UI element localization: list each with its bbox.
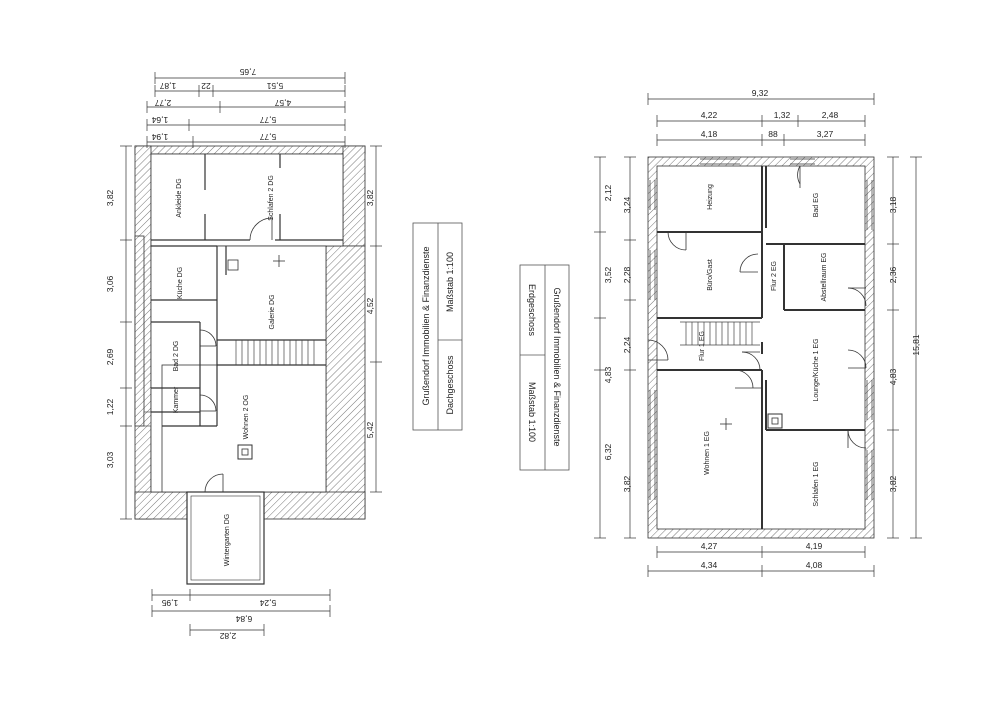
dg-dim-right-2: 4,52 bbox=[365, 297, 375, 314]
eg-dim-right-3: 4,83 bbox=[888, 368, 898, 385]
eg-dim-a3: 2,48 bbox=[822, 110, 839, 120]
dg-stair bbox=[235, 340, 315, 365]
dg-dim-c2: 5,77 bbox=[259, 115, 276, 125]
eg-dim-left-inner-4: 3,82 bbox=[622, 475, 632, 492]
room-label-wintergarten: Wintergarten DG bbox=[224, 514, 231, 567]
room-label-bad2: Bad 2 DG bbox=[173, 341, 180, 372]
room-label-schlafen2: Schlafen 2 DG bbox=[268, 175, 275, 221]
eg-dim-bottom-a1: 4,27 bbox=[701, 541, 718, 551]
dg-dim-right-3: 5,42 bbox=[365, 421, 375, 438]
dg-dim-a2: 22 bbox=[201, 81, 211, 91]
dg-dim-a3: 5,51 bbox=[266, 81, 283, 91]
eg-dims-top bbox=[647, 93, 875, 146]
dg-chimney-small bbox=[227, 259, 239, 271]
room-label-heizung: Heizung bbox=[707, 184, 714, 210]
dg-dim-overall: 7,65 bbox=[239, 67, 256, 77]
eg-dim-a2: 1,32 bbox=[774, 110, 791, 120]
room-label-bad-eg: Bad EG bbox=[813, 193, 820, 218]
dachgeschoss-plan: Ankleide DG Schlafen 2 DG Küche DG Galer… bbox=[105, 67, 382, 641]
room-label-galerie: Galerie DG bbox=[269, 294, 276, 329]
dg-dim-left-3: 2,69 bbox=[105, 348, 115, 365]
eg-dim-b3: 3,27 bbox=[817, 129, 834, 139]
dg-light-marker bbox=[273, 255, 285, 267]
eg-title-company: Grußendorf Immobilien & Finanzdienste bbox=[552, 287, 562, 446]
dg-dim-b2: 4,57 bbox=[274, 98, 291, 108]
eg-dims-left bbox=[594, 156, 636, 539]
eg-dim-right-1: 3,18 bbox=[888, 196, 898, 213]
dg-doors bbox=[199, 217, 273, 493]
dg-dim-right-1: 3,82 bbox=[365, 189, 375, 206]
dg-dims-left bbox=[120, 145, 132, 520]
eg-dim-left-outer-4: 6,32 bbox=[603, 443, 613, 460]
eg-title-floor: Erdgeschoss bbox=[527, 284, 537, 337]
eg-dim-b2: 88 bbox=[768, 129, 778, 139]
dg-dim-left-1: 3,82 bbox=[105, 189, 115, 206]
dg-walls bbox=[134, 145, 366, 585]
eg-dim-right-4: 3,82 bbox=[888, 475, 898, 492]
dg-dim-left-4: 1,22 bbox=[105, 398, 115, 415]
room-label-ankleide: Ankleide DG bbox=[176, 178, 183, 217]
dg-title-company: Grußendorf Immobilien & Finanzdienste bbox=[421, 246, 431, 405]
room-label-kammer: Kammer bbox=[173, 386, 180, 413]
eg-title-scale: Maßstab 1:100 bbox=[527, 382, 537, 442]
room-label-kueche: Küche DG bbox=[177, 267, 184, 299]
room-label-schlafen1: Schlafen 1 EG bbox=[813, 461, 820, 506]
eg-dims-right bbox=[887, 156, 922, 539]
erdgeschoss-plan: Heizung Bad EG Büro/Gast Flur 2 EG Abste… bbox=[594, 88, 922, 577]
room-label-flur2: Flur 2 EG bbox=[771, 261, 778, 291]
room-label-wohnen2: Wohnen 2 OG bbox=[243, 395, 250, 440]
eg-dim-overall: 9,32 bbox=[752, 88, 769, 98]
eg-dim-left-outer-1: 2,12 bbox=[603, 184, 613, 201]
dg-dim-left-5: 3,03 bbox=[105, 451, 115, 468]
dg-dim-bottom-a2: 5,24 bbox=[259, 598, 276, 608]
dg-title-box: Grußendorf Immobilien & Finanzdienste Ma… bbox=[412, 222, 463, 431]
dg-title-scale: Maßstab 1:100 bbox=[445, 252, 455, 312]
dg-dim-d1: 1,94 bbox=[151, 132, 168, 142]
eg-dim-right-overall: 15,81 bbox=[911, 334, 921, 356]
dg-title-floor: Dachgeschoss bbox=[445, 355, 455, 415]
room-label-lounge: Lounge/Küche 1 EG bbox=[813, 338, 820, 401]
dg-dims-top bbox=[146, 72, 346, 148]
room-label-abstellraum: Abstellraum EG bbox=[821, 252, 828, 301]
dg-dim-bottom-a1: 1,95 bbox=[161, 598, 178, 608]
dg-dims-right bbox=[370, 145, 382, 493]
dg-chimney bbox=[237, 444, 253, 460]
room-label-flur1: Flur 1 EG bbox=[699, 331, 706, 361]
room-label-buero: Büro/Gast bbox=[707, 259, 714, 291]
eg-dim-left-inner-3: 2,24 bbox=[622, 336, 632, 353]
dg-dim-bottom-b: 6,84 bbox=[235, 614, 252, 624]
dg-dim-d2: 5,77 bbox=[259, 132, 276, 142]
eg-dim-left-inner-1: 3,24 bbox=[622, 196, 632, 213]
eg-dim-a1: 4,22 bbox=[701, 110, 718, 120]
eg-title-box: Grußendorf Immobilien & Finanzdienste Er… bbox=[519, 264, 570, 471]
eg-dim-bottom-b2: 4,08 bbox=[806, 560, 823, 570]
eg-dim-bottom-b1: 4,34 bbox=[701, 560, 718, 570]
dg-dim-c1: 1,64 bbox=[151, 115, 168, 125]
eg-partitions bbox=[657, 166, 865, 529]
eg-chimney bbox=[767, 413, 783, 429]
dg-partitions bbox=[151, 154, 343, 427]
eg-stair bbox=[680, 321, 760, 346]
eg-dim-bottom-a2: 4,19 bbox=[806, 541, 823, 551]
eg-light-marker bbox=[720, 418, 732, 430]
dg-dim-a1: 1,87 bbox=[159, 81, 176, 91]
eg-dim-right-2: 2,36 bbox=[888, 266, 898, 283]
eg-dim-left-outer-3: 4,83 bbox=[603, 366, 613, 383]
room-label-wohnen1: Wohnen 1 EG bbox=[704, 431, 711, 475]
eg-dims-bottom bbox=[647, 546, 875, 577]
eg-windows bbox=[649, 158, 873, 500]
dg-dim-left-2: 3,06 bbox=[105, 275, 115, 292]
dg-dim-b1: 2,77 bbox=[154, 98, 171, 108]
dg-dim-bottom-c: 2,82 bbox=[219, 631, 236, 641]
eg-dim-left-outer-2: 3,52 bbox=[603, 266, 613, 283]
eg-dim-b1: 4,18 bbox=[701, 129, 718, 139]
eg-doors bbox=[647, 165, 867, 449]
eg-dim-left-inner-2: 2,28 bbox=[622, 266, 632, 283]
dg-dims-bottom bbox=[151, 589, 331, 636]
